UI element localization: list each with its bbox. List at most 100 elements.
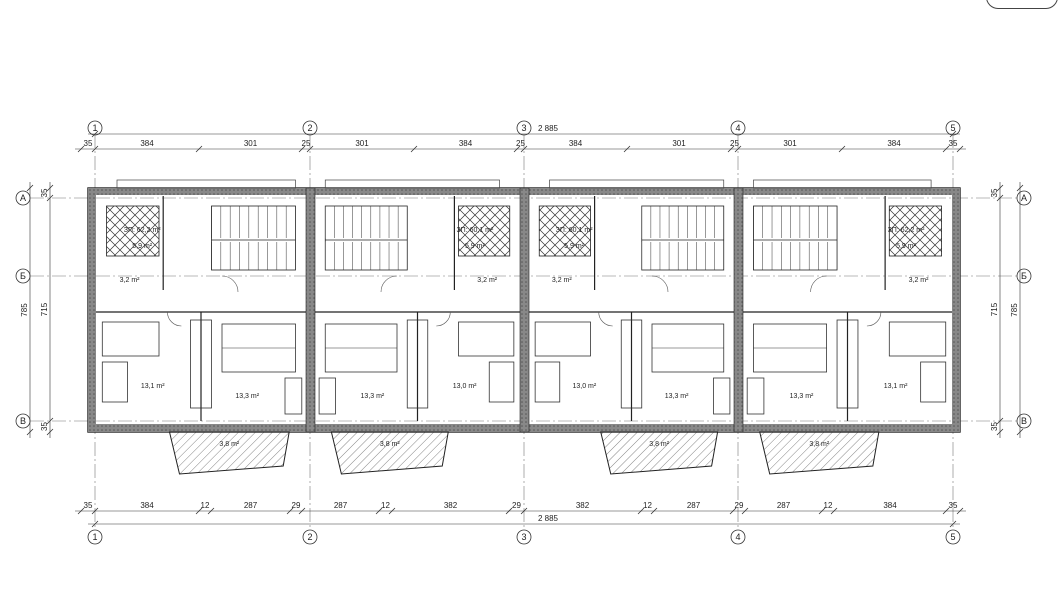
area-bedroom: 13,0 m² bbox=[572, 383, 596, 390]
dim-value: 25 bbox=[730, 139, 739, 148]
door-swing bbox=[221, 275, 239, 293]
dim-tick bbox=[77, 145, 85, 153]
axis-label-row: Б bbox=[20, 271, 26, 281]
dim-value: 384 bbox=[140, 501, 154, 510]
area-balcony: 3,8 m² bbox=[809, 441, 830, 448]
area-gross: ЗП: 60,1 m² bbox=[456, 227, 494, 234]
dim-value: 301 bbox=[355, 139, 369, 148]
dim-tick bbox=[727, 145, 735, 153]
dim-tick bbox=[26, 184, 34, 192]
dim-value-right: 715 bbox=[990, 302, 999, 316]
dim-tick bbox=[949, 520, 957, 528]
dim-value: 35 bbox=[84, 139, 93, 148]
dim-tick bbox=[286, 507, 294, 515]
dim-value: 287 bbox=[687, 501, 701, 510]
axis-bubble bbox=[945, 529, 961, 545]
wardrobe bbox=[190, 319, 212, 409]
armchair bbox=[101, 361, 128, 403]
dim-tick bbox=[623, 145, 631, 153]
balcony bbox=[759, 431, 880, 475]
dim-value: 384 bbox=[569, 139, 583, 148]
dim-tick bbox=[650, 507, 658, 515]
armchair bbox=[488, 361, 515, 403]
axis-label-row: Б bbox=[1021, 271, 1027, 281]
dim-tick bbox=[942, 507, 950, 515]
armchair bbox=[713, 377, 731, 415]
dim-value-right: 35 bbox=[990, 188, 999, 197]
door-swing bbox=[380, 275, 398, 293]
axis-label-col: 3 bbox=[521, 532, 526, 542]
dim-value: 382 bbox=[576, 501, 590, 510]
axis-label-row: В bbox=[20, 416, 26, 426]
dim-tick bbox=[375, 507, 383, 515]
dim-value: 384 bbox=[140, 139, 154, 148]
area-balcony: 3,8 m² bbox=[649, 441, 670, 448]
bed bbox=[534, 321, 591, 357]
dim-tick bbox=[729, 507, 737, 515]
area-hall: 5,9 m² bbox=[564, 243, 585, 250]
building bbox=[87, 179, 961, 475]
dim-value-left: 35 bbox=[40, 422, 49, 431]
stair-outline bbox=[211, 205, 296, 271]
bathroom-fixture bbox=[538, 205, 591, 257]
area-bedroom: 13,1 m² bbox=[141, 383, 165, 390]
axis-label-row: В bbox=[1021, 416, 1027, 426]
dim-overall-top: 2 885 bbox=[538, 124, 559, 133]
balcony bbox=[168, 431, 290, 475]
axis-bubble bbox=[516, 120, 532, 136]
terrace-edge bbox=[324, 179, 500, 189]
area-hall: 5,9 m² bbox=[465, 243, 486, 250]
dim-value: 384 bbox=[459, 139, 473, 148]
dim-tick bbox=[46, 428, 54, 436]
party-wall bbox=[519, 187, 530, 433]
axis-bubble bbox=[730, 120, 746, 136]
axis-bubble bbox=[1016, 413, 1032, 429]
area-bedroom: 13,0 m² bbox=[453, 383, 477, 390]
area-hall: 5,9 m² bbox=[132, 243, 153, 250]
bathroom-fixture bbox=[888, 205, 942, 257]
dim-tick bbox=[996, 194, 1004, 202]
axis-bubble bbox=[302, 120, 318, 136]
axis-label-row: А bbox=[20, 193, 26, 203]
dim-value: 12 bbox=[381, 501, 390, 510]
dim-tick bbox=[91, 520, 99, 528]
armchair bbox=[920, 361, 947, 403]
dim-value: 29 bbox=[292, 501, 301, 510]
balcony bbox=[330, 431, 449, 475]
armchair bbox=[284, 377, 303, 415]
axis-label-col: 4 bbox=[735, 532, 740, 542]
dim-tick bbox=[77, 507, 85, 515]
axis-label-col: 5 bbox=[950, 532, 955, 542]
dim-tick bbox=[195, 507, 203, 515]
dim-tick bbox=[520, 145, 528, 153]
area-bedroom: 13,1 m² bbox=[884, 383, 908, 390]
dim-value-right-outer: 785 bbox=[1010, 303, 1019, 317]
dim-tick bbox=[996, 184, 1004, 192]
dim-tick bbox=[637, 507, 645, 515]
dim-tick bbox=[26, 428, 34, 436]
dim-value: 35 bbox=[84, 501, 93, 510]
dim-tick bbox=[46, 184, 54, 192]
wall-right bbox=[952, 188, 960, 432]
door-swing bbox=[810, 275, 827, 293]
area-gross: ЗП: 62,2 m² bbox=[124, 227, 162, 234]
bed bbox=[101, 321, 160, 357]
dim-tick bbox=[513, 145, 521, 153]
dim-value: 382 bbox=[444, 501, 458, 510]
area-bedroom: 13,3 m² bbox=[361, 393, 385, 400]
dim-tick bbox=[46, 417, 54, 425]
party-wall bbox=[733, 187, 744, 433]
axis-bubble bbox=[87, 120, 103, 136]
dim-tick bbox=[298, 145, 306, 153]
axis-bubble bbox=[516, 529, 532, 545]
door-swing bbox=[651, 275, 669, 293]
dim-value: 384 bbox=[883, 501, 897, 510]
dim-value: 287 bbox=[777, 501, 791, 510]
dim-tick bbox=[838, 145, 846, 153]
dim-value: 25 bbox=[302, 139, 311, 148]
axis-label-col: 2 bbox=[307, 123, 312, 133]
door-swing bbox=[436, 311, 451, 327]
dim-tick bbox=[741, 507, 749, 515]
dim-value: 29 bbox=[735, 501, 744, 510]
